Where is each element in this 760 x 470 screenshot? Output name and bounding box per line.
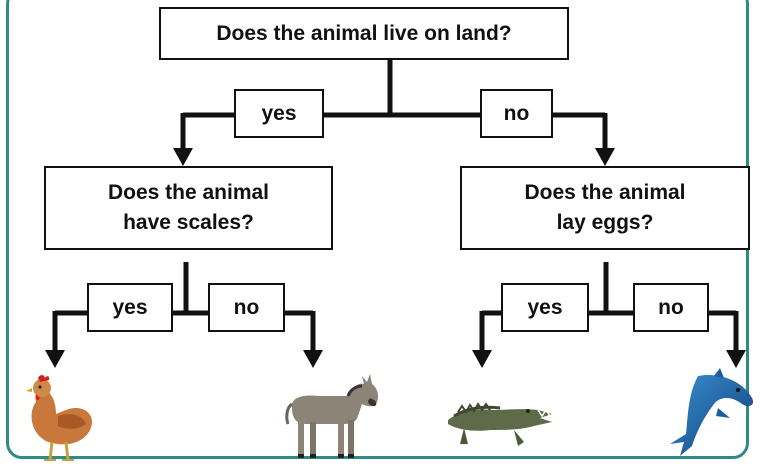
- left-question-text: Does the animal have scales?: [107, 181, 270, 234]
- arrowhead: [173, 148, 193, 166]
- arrowhead: [45, 350, 65, 368]
- right-no-label: no: [633, 283, 709, 332]
- root-no-label: no: [480, 89, 553, 138]
- root-question-box: Does the animal live on land?: [159, 7, 569, 60]
- donkey-image: [285, 374, 379, 458]
- chicken-image: [26, 375, 93, 461]
- left-no-label: no: [208, 283, 285, 332]
- left-yes-label: yes: [87, 283, 173, 332]
- arrowhead: [472, 350, 492, 368]
- left-question-box: Does the animal have scales?: [44, 166, 333, 250]
- root-question-text: Does the animal live on land?: [216, 21, 512, 45]
- arrowhead: [595, 148, 615, 166]
- root-yes-label: yes: [234, 89, 324, 138]
- right-question-box: Does the animal lay eggs?: [460, 166, 750, 250]
- arrowhead: [303, 350, 323, 368]
- right-yes-label: yes: [501, 283, 589, 332]
- crocodile-image: [448, 402, 552, 446]
- dolphin-image: [670, 368, 754, 456]
- right-question-text: Does the animal lay eggs?: [524, 181, 686, 234]
- arrowhead: [726, 350, 746, 368]
